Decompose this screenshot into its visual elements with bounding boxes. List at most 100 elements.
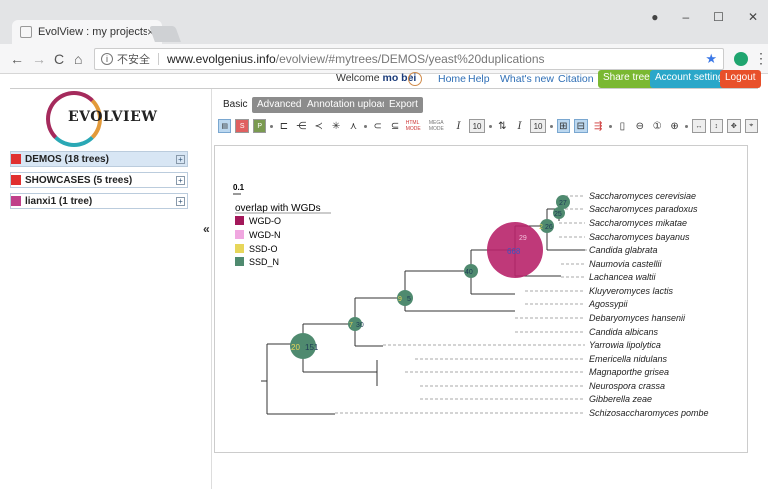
fit-canvas-icon[interactable]: ✥ (727, 119, 741, 133)
show-bootstrap-icon[interactable]: ⊞ (556, 119, 571, 133)
italic-leaf-icon[interactable]: I (456, 120, 461, 132)
leaf-label[interactable]: Schizosaccharomyces pombe (589, 408, 709, 418)
leaf-label[interactable]: Candida glabrata (589, 245, 658, 255)
account-settings-button[interactable]: Account settings (650, 70, 734, 88)
node-label-root-a: 20 (291, 343, 300, 352)
mouse-icon[interactable]: ▯ (619, 120, 626, 132)
leaf-font-size-field[interactable]: 10 (469, 119, 485, 133)
logout-button[interactable]: Logout (720, 70, 761, 88)
expand-vertical-icon[interactable]: ↕ (709, 119, 724, 133)
info-icon[interactable]: i (101, 53, 113, 65)
zoom-out-icon[interactable]: ⊖ (635, 120, 644, 132)
leaf-label[interactable]: Lachancea waltii (589, 272, 657, 282)
node-circle-wgd[interactable] (487, 222, 543, 278)
forward-icon[interactable]: → (32, 51, 46, 67)
node-circle-7[interactable] (556, 195, 570, 209)
user-avatar-icon[interactable] (408, 72, 422, 86)
tab-advanced[interactable]: Advanced (252, 97, 307, 113)
leaf-label[interactable]: Naumovia castellii (589, 259, 663, 269)
cladogram-icon[interactable]: ⊆ (390, 120, 400, 132)
mega-mode-icon[interactable]: MEGA MODE (428, 120, 444, 132)
save-svg-icon[interactable]: S (235, 119, 249, 133)
expand-icon[interactable]: + (176, 175, 185, 185)
url-field[interactable]: i 不安全 www.evolgenius.info/evolview/#mytr… (94, 48, 724, 70)
tree-group-demos[interactable]: DEMOS (18 trees) + (10, 151, 188, 167)
sidebar: EVOLVIEW DEMOS (18 trees) + SHOWCASES (5… (10, 89, 206, 489)
legend-label-wgd-n: WGD-N (249, 230, 281, 240)
legend-label-ssd-n: SSD_N (249, 257, 279, 267)
html-mode-icon[interactable]: HTML MODE (405, 120, 421, 132)
node-circle-root[interactable] (290, 333, 316, 359)
browser-tab[interactable]: EvolView : my projects × (12, 20, 162, 44)
leaf-label[interactable]: Neurospora crassa (589, 381, 665, 391)
tab-basic[interactable]: Basic (218, 97, 253, 113)
shrink-canvas-icon[interactable]: ⌖ (744, 119, 758, 133)
profile-icon[interactable]: ● (651, 10, 659, 24)
zoom-reset-icon[interactable]: ① (652, 120, 662, 132)
rectangular-tree-icon[interactable]: ⊏ (279, 120, 289, 132)
color-branches-icon[interactable]: ⇶ (593, 120, 603, 132)
node-label-6: 25 (554, 211, 562, 218)
leaf-label[interactable]: Agossypii (588, 299, 629, 309)
circular-tree-icon[interactable]: ≺ (314, 120, 323, 132)
url-text: www.evolgenius.info/evolview/#mytrees/DE… (167, 52, 705, 66)
minimize-icon[interactable]: – (682, 10, 690, 24)
node-circle-5[interactable] (540, 219, 554, 233)
new-tab-button[interactable] (149, 26, 181, 42)
leaf-label[interactable]: Saccharomyces paradoxus (589, 204, 698, 214)
node-circle-6[interactable] (553, 207, 565, 219)
radial-tree-icon[interactable]: ⋏ (349, 120, 358, 132)
save-png-icon[interactable]: P (252, 119, 267, 133)
leaf-label[interactable]: Saccharomyces cerevisiae (589, 191, 696, 201)
bookmark-star-icon[interactable]: ★ (705, 51, 717, 66)
nav-link-whats-new[interactable]: What's new (500, 73, 554, 85)
italic-internal-icon[interactable]: I (517, 120, 522, 132)
leaf-label[interactable]: Saccharomyces bayanus (589, 232, 690, 242)
node-circle-4[interactable] (464, 264, 478, 278)
home-icon[interactable]: ⌂ (74, 51, 83, 67)
tree-group-lianxi1[interactable]: lianxi1 (1 tree) + (10, 193, 188, 209)
upload-tree-icon[interactable]: ▤ (218, 119, 232, 133)
toolbar-separator (549, 124, 553, 128)
browser-menu-icon[interactable]: ⋮ (754, 50, 768, 66)
expand-horizontal-icon[interactable]: ↔ (692, 119, 706, 133)
tab-annotation-upload[interactable]: Annotation upload (302, 97, 393, 113)
expand-icon[interactable]: + (176, 154, 185, 164)
extension-icon[interactable] (734, 52, 748, 66)
zoom-in-icon[interactable]: ⊕ (670, 120, 679, 132)
internal-font-size-field[interactable]: 10 (530, 119, 546, 133)
share-trees-button[interactable]: Share trees (598, 70, 660, 88)
node-circle-3[interactable] (397, 290, 413, 306)
leaf-label[interactable]: Candida albicans (589, 327, 659, 337)
url-host: www.evolgenius.info (167, 52, 276, 66)
tree-canvas[interactable]: 0.1 overlap with WGDs WGD-O WGD-N SSD-O … (214, 145, 748, 453)
unrooted-tree-icon[interactable]: ✳ (331, 120, 341, 132)
back-icon[interactable]: ← (10, 51, 24, 67)
leaf-label[interactable]: Magnaporthe grisea (589, 367, 669, 377)
collapse-sidebar-icon[interactable]: « (203, 222, 210, 236)
show-branch-length-icon[interactable]: ⊟ (574, 119, 588, 133)
reload-icon[interactable]: C (54, 51, 65, 67)
nav-link-home[interactable]: Home (438, 73, 467, 85)
node-label-3a: 9 (398, 296, 402, 303)
close-window-icon[interactable]: ✕ (747, 10, 758, 24)
align-leaf-icon[interactable]: ⇅ (498, 120, 507, 132)
leaf-label[interactable]: Debaryomyces hansenii (589, 313, 686, 323)
expand-icon[interactable]: + (176, 196, 185, 206)
leaf-label[interactable]: Saccharomyces mikatae (589, 218, 687, 228)
branch-length-icon[interactable]: ⊂ (373, 120, 382, 132)
maximize-icon[interactable]: ☐ (713, 10, 724, 24)
nav-link-help[interactable]: Help (468, 73, 490, 85)
node-circle-2[interactable] (348, 317, 362, 331)
tree-group-showcases[interactable]: SHOWCASES (5 trees) + (10, 172, 188, 188)
leaf-label[interactable]: Yarrowia lipolytica (589, 340, 661, 350)
leaf-label[interactable]: Emericella nidulans (589, 354, 668, 364)
scale-label: 0.1 (233, 183, 245, 192)
slanted-tree-icon[interactable]: ⋲ (296, 120, 307, 132)
node-label-3b: 5 (407, 296, 411, 303)
nav-link-citation[interactable]: Citation (558, 73, 594, 85)
phylogenetic-tree[interactable]: 0.1 overlap with WGDs WGD-O WGD-N SSD-O … (215, 146, 747, 452)
leaf-label[interactable]: Kluyveromyces lactis (589, 286, 674, 296)
leaf-label[interactable]: Gibberella zeae (589, 394, 652, 404)
tab-export[interactable]: Export (384, 97, 423, 113)
